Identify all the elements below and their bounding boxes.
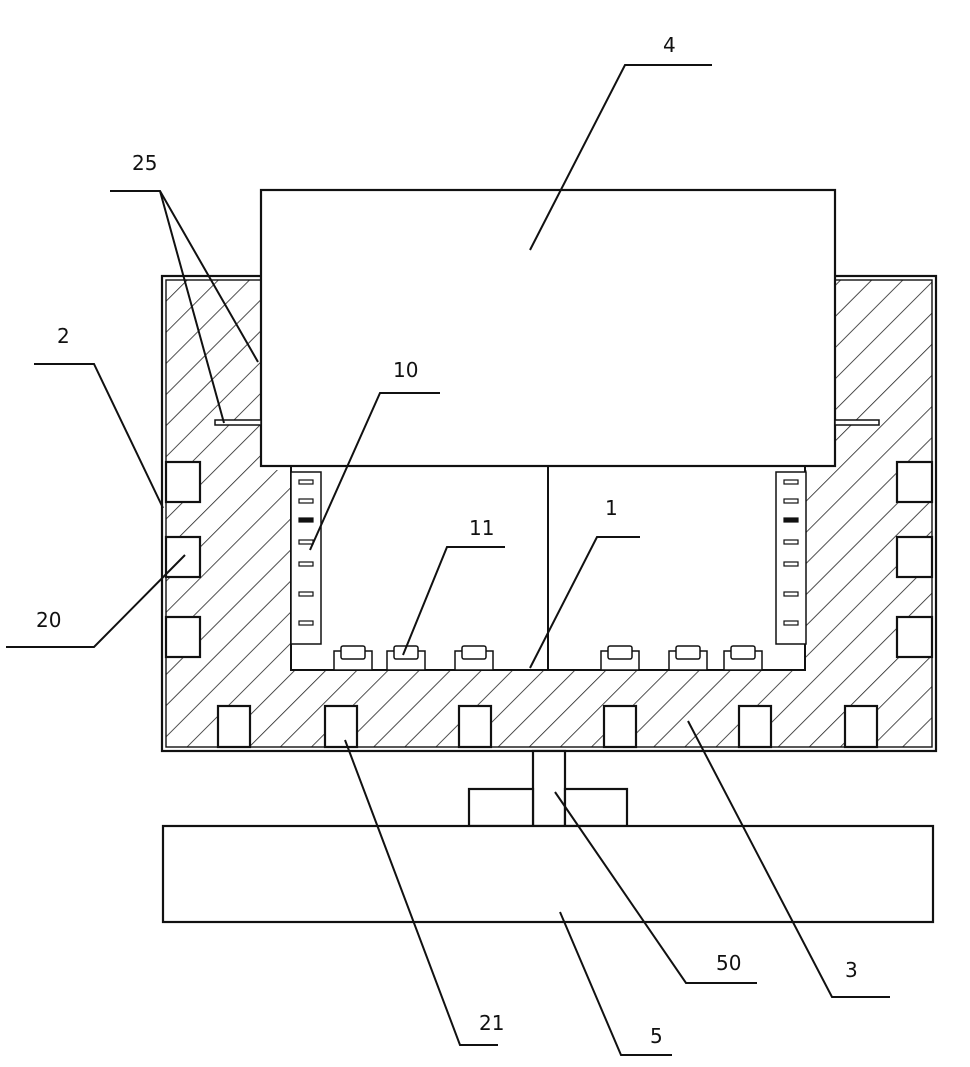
label-25: 25 xyxy=(132,151,157,175)
leader-20 xyxy=(6,555,185,647)
label-2: 2 xyxy=(57,324,70,348)
label-4: 4 xyxy=(663,33,676,57)
label-1: 1 xyxy=(605,496,618,520)
label-3: 3 xyxy=(845,958,858,982)
shaft xyxy=(469,751,627,826)
label-21: 21 xyxy=(479,1011,504,1035)
label-10: 10 xyxy=(393,358,418,382)
base xyxy=(163,826,933,922)
leader-2 xyxy=(34,364,163,508)
label-11: 11 xyxy=(469,516,494,540)
left-heating-strip xyxy=(291,472,321,644)
label-50: 50 xyxy=(716,951,741,975)
label-5: 5 xyxy=(650,1024,663,1048)
right-heating-strip xyxy=(776,472,806,644)
lid xyxy=(261,190,835,466)
label-20: 20 xyxy=(36,608,61,632)
